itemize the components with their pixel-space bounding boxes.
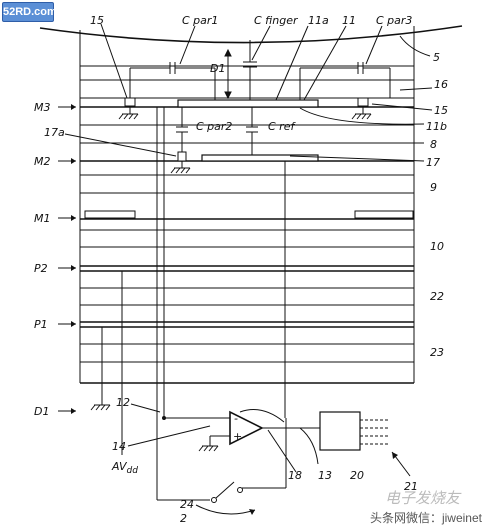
via-right-15 xyxy=(357,97,369,107)
ground-symbol-left xyxy=(118,107,139,120)
capacitor-cpar3 xyxy=(299,62,391,100)
switch-24 xyxy=(211,481,243,503)
label-21: 21 xyxy=(404,480,418,493)
layer-labels: M3 M2 M1 P2 P1 D1 xyxy=(34,101,76,418)
label-2: 2 xyxy=(180,512,187,525)
label-10: 10 xyxy=(430,240,444,253)
amplifier-minus-sign: - xyxy=(234,412,238,425)
label-avdd-sub: dd xyxy=(127,466,139,476)
layer-label-m1: M1 xyxy=(34,212,51,225)
node-12 xyxy=(162,416,166,420)
label-17a: 17a xyxy=(44,126,65,139)
watermark-badge: 52RD.com xyxy=(2,2,57,22)
label-17: 17 xyxy=(426,156,440,169)
label-5: 5 xyxy=(433,51,440,64)
sensor-electrode-11 xyxy=(177,99,319,108)
label-18: 18 xyxy=(288,469,302,482)
layer-label-d1: D1 xyxy=(34,405,49,418)
ground-symbol-d1 xyxy=(90,383,111,411)
label-avdd: AVdd xyxy=(111,460,138,476)
label-d1-gap: D1 xyxy=(210,62,225,75)
watermark-logo: 电子发烧友 xyxy=(384,489,460,507)
distance-arrow-d1 xyxy=(224,48,232,100)
label-16: 16 xyxy=(434,78,448,91)
label-cpar1: C par1 xyxy=(182,14,218,27)
label-20: 20 xyxy=(350,469,364,482)
finger-surface-curve xyxy=(39,25,463,44)
label-15-left: 15 xyxy=(90,14,104,27)
layer-label-p1: P1 xyxy=(34,318,48,331)
capacitor-cref xyxy=(246,107,258,155)
label-cpar3: C par3 xyxy=(376,14,412,27)
capacitor-cpar1 xyxy=(129,62,216,100)
label-11: 11 xyxy=(342,14,356,27)
leader-lines xyxy=(64,23,433,515)
label-cref: C ref xyxy=(268,120,296,133)
layer-label-p2: P2 xyxy=(34,262,48,275)
label-11a: 11a xyxy=(308,14,329,27)
label-24: 24 xyxy=(180,498,194,511)
label-22: 22 xyxy=(430,290,444,303)
label-cfinger: C finger xyxy=(254,14,299,27)
ground-symbol-right xyxy=(351,107,372,120)
amplifier-wiring xyxy=(157,417,320,501)
label-9: 9 xyxy=(430,181,437,194)
processing-block-20 xyxy=(319,411,361,451)
label-cpar2: C par2 xyxy=(196,120,232,133)
label-11b: 11b xyxy=(426,120,447,133)
watermark-text: 头条网微信：jiweinet xyxy=(369,511,482,525)
m1-plate-right xyxy=(354,210,414,219)
output-lines-21 xyxy=(360,419,388,445)
label-14: 14 xyxy=(112,440,126,453)
reference-electrode-17 xyxy=(201,154,319,162)
label-13: 13 xyxy=(318,469,332,482)
label-15-right: 15 xyxy=(434,104,448,117)
via-17a xyxy=(177,151,187,162)
amplifier-triangle xyxy=(229,410,264,446)
amplifier-plus-sign: + xyxy=(233,430,242,443)
capacitor-cpar2 xyxy=(176,107,188,152)
label-23: 23 xyxy=(430,346,444,359)
label-avdd-main: AV xyxy=(111,460,128,473)
capacitor-cfinger xyxy=(243,40,257,100)
layer-label-m2: M2 xyxy=(34,155,51,168)
label-8: 8 xyxy=(430,138,437,151)
layer-label-m3: M3 xyxy=(34,101,51,114)
via-left-15 xyxy=(124,97,136,107)
ground-symbol-17a xyxy=(170,161,191,174)
m1-plate-left xyxy=(84,210,136,219)
ground-symbol-amp xyxy=(198,445,219,452)
label-12: 12 xyxy=(116,396,130,409)
